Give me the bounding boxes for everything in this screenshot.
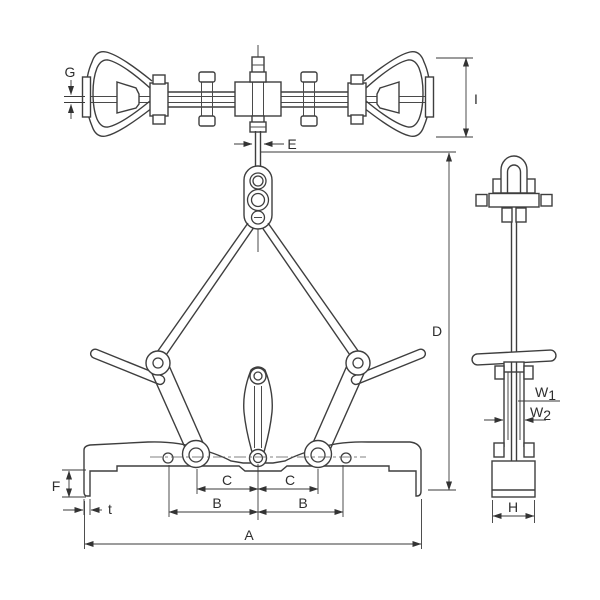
dimension-w1: W1 — [518, 384, 560, 403]
dimension-d: D — [261, 151, 456, 491]
dimension-g: G — [64, 64, 85, 119]
dim-label-c-right: C — [285, 472, 295, 488]
screw-shaft — [510, 222, 518, 353]
dim-label-t: t — [108, 501, 112, 517]
right-handle-loop — [363, 51, 435, 137]
dim-label-i: I — [474, 91, 478, 107]
right-palm-plate — [376, 81, 400, 114]
left-handle-loop — [81, 51, 153, 137]
dimension-t: t — [63, 499, 112, 517]
crossbar — [475, 192, 553, 208]
body-holes — [150, 439, 366, 469]
shaft-nuts — [501, 207, 527, 223]
dim-label-d: D — [432, 323, 442, 339]
left-palm-plate — [116, 81, 140, 114]
dimension-h: H — [492, 499, 535, 523]
dimension-a: A — [84, 499, 422, 549]
dim-label-h: H — [508, 499, 518, 515]
dimension-b: B B — [168, 465, 344, 517]
dim-label-b-right: B — [298, 495, 307, 511]
dim-label-e: E — [287, 136, 296, 152]
dimension-c: C C — [196, 464, 319, 520]
upper-scissor-arms — [150, 222, 366, 367]
lower-frame — [493, 362, 535, 465]
dimension-w2: W2 — [484, 404, 551, 424]
bolt-stations — [198, 71, 318, 127]
handle-fittings — [149, 74, 367, 125]
center-pendulum — [243, 366, 273, 453]
dim-label-w1: W1 — [535, 384, 556, 403]
dim-label-b-left: B — [212, 495, 221, 511]
hand-levers — [89, 348, 427, 386]
side-view: W1 W2 H — [471, 155, 560, 523]
dimension-i: I — [436, 57, 478, 138]
jaw-pad — [491, 460, 536, 498]
lower-arms — [149, 360, 367, 453]
hanger-shaft — [254, 131, 262, 168]
front-view: E D F t C — [52, 131, 456, 549]
dim-label-w2: W2 — [530, 404, 551, 423]
dim-label-c-left: C — [222, 472, 232, 488]
dimension-e: E — [234, 136, 297, 152]
pivot-pins — [145, 350, 371, 376]
dimension-f: F — [52, 469, 86, 498]
right-end-plate — [424, 76, 435, 118]
suspension-link — [243, 165, 273, 252]
handle-profile — [471, 349, 557, 373]
dim-label-f: F — [52, 478, 61, 494]
dim-label-a: A — [244, 527, 254, 543]
shackle — [492, 155, 536, 194]
dim-label-g: G — [65, 64, 76, 80]
center-swivel-block — [234, 45, 282, 133]
left-end-plate — [81, 76, 92, 118]
top-view-plan: G I — [64, 45, 478, 138]
